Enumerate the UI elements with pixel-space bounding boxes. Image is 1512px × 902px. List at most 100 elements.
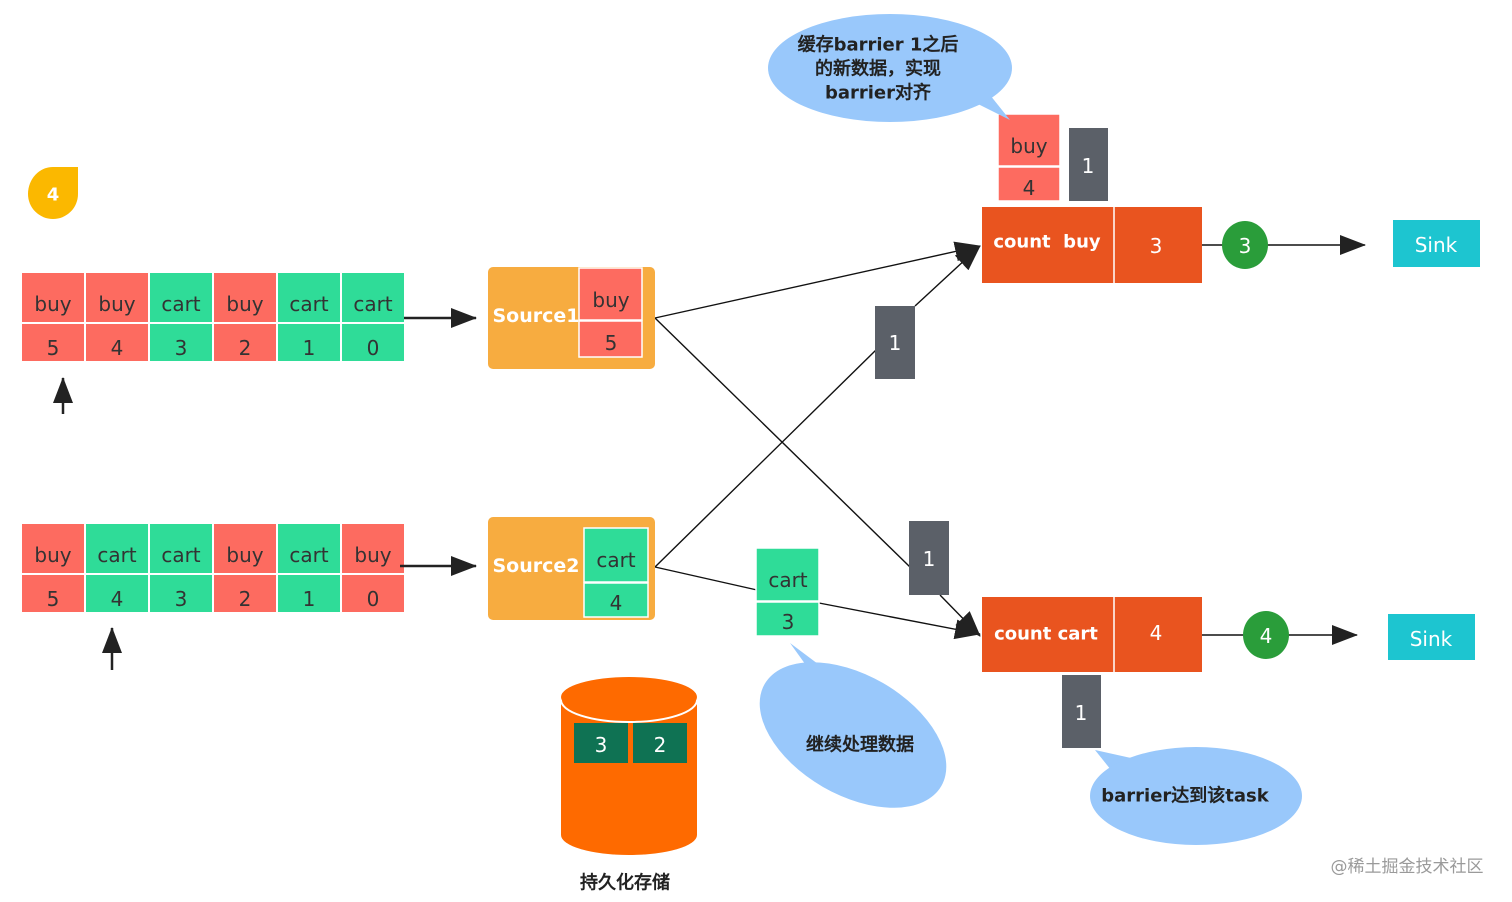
record-id: 3 [175,587,188,611]
record-id: 1 [303,587,316,611]
record-cell [342,524,404,573]
queue-record-buy: buy 0 [342,524,404,612]
record-key: buy [34,292,71,316]
svg-text:3: 3 [1239,234,1252,258]
buffered-buy-record: buy 4 [997,113,1061,202]
record-key: buy [34,543,71,567]
edge-source2-countbuy [654,349,877,568]
source2-node[interactable]: Source2 cart 4 [488,517,655,620]
queue-record-buy: buy 4 [86,273,148,361]
svg-text:的新数据，实现: 的新数据，实现 [815,58,941,80]
svg-text:1: 1 [1082,154,1095,178]
sink-1[interactable]: Sink [1393,220,1480,267]
queue-record-cart: cart 3 [150,524,212,612]
record-cell [214,273,276,322]
source1-label: Source1 [492,305,579,327]
record-cell [86,524,148,573]
record-cell [22,524,84,573]
record-id: 0 [367,336,380,360]
source1-node[interactable]: Source1 buy 5 [488,267,655,369]
record-cell [214,524,276,573]
svg-text:Sink: Sink [1410,627,1453,651]
record-cell [278,324,340,361]
svg-text:Sink: Sink [1415,233,1458,257]
source2-label: Source2 [492,555,579,577]
svg-text:barrier达到该task: barrier达到该task [1101,785,1270,807]
record-cell [214,575,276,612]
svg-text:buy: buy [1010,134,1047,158]
record-key: buy [98,292,135,316]
count-buy-label: count buy [993,232,1101,253]
record-id: 4 [111,336,124,360]
record-key: buy [226,292,263,316]
svg-text:1: 1 [889,331,902,355]
count-cart-label: count cart [994,624,1098,645]
count-buy-output: 3 [1222,221,1268,269]
record-key: cart [161,292,200,316]
record-key: buy [226,543,263,567]
queue-record-buy: buy 5 [22,273,84,361]
watermark: @稀土掘金技术社区 [1331,857,1484,877]
sink-2[interactable]: Sink [1388,614,1475,660]
svg-text:4: 4 [1260,624,1273,648]
record-cell [342,575,404,612]
edge-source2-countcart [654,566,758,591]
record-id: 5 [47,587,60,611]
step-number: 4 [47,185,60,206]
edge-source2-countcart-tail [818,602,981,640]
dataflow-edges [654,241,981,640]
record-cell [22,273,84,322]
source1-record-id: 5 [605,331,618,355]
queue-record-buy: buy 5 [22,524,84,612]
storage-label: 持久化存储 [580,872,670,894]
record-id: 3 [175,336,188,360]
persistent-storage: 3 2 持久化存储 [560,677,698,894]
record-id: 5 [47,336,60,360]
queue-record-buy: buy 2 [214,524,276,612]
svg-text:1: 1 [923,547,936,571]
barrier-arrived-countcart: 1 [1062,675,1101,748]
edge-source2-countbuy-tail [914,245,981,307]
record-key: cart [97,543,136,567]
record-cell [278,575,340,612]
source1-record-key: buy [592,288,629,312]
svg-text:3: 3 [782,610,795,634]
count-cart-operator[interactable]: count cart 4 [982,597,1202,672]
barrier-source1-countcart: 1 [909,521,949,595]
record-key: cart [289,543,328,567]
record-cell [278,524,340,573]
record-key: buy [354,543,391,567]
step-badge: 4 [28,167,78,219]
queue-record-cart: cart 1 [278,273,340,361]
record-cell [22,324,84,361]
record-id: 0 [367,587,380,611]
record-cell [86,273,148,322]
record-cell [278,273,340,322]
record-cell [342,273,404,322]
svg-text:1: 1 [1075,701,1088,725]
record-cell [22,575,84,612]
record-cell [214,324,276,361]
arrived-callout: barrier达到该task [1090,747,1302,845]
source2-record-id: 4 [610,591,623,615]
barrier-source2-countbuy: 1 [875,306,915,379]
snapshot-value: 2 [654,733,667,757]
barrier-buffered-countbuy: 1 [1069,128,1108,201]
queue-record-cart: cart 1 [278,524,340,612]
record-key: cart [161,543,200,567]
count-buy-value: 3 [1150,234,1163,258]
record-id: 1 [303,336,316,360]
record-cell [86,575,148,612]
svg-text:继续处理数据: 继续处理数据 [806,734,914,756]
record-key: cart [289,292,328,316]
record-id: 2 [239,587,252,611]
record-cell [150,273,212,322]
svg-text:4: 4 [1023,176,1036,200]
buffer-callout: 缓存barrier 1之后 的新数据，实现 barrier对齐 [768,14,1012,122]
count-buy-operator[interactable]: count buy 3 [982,207,1202,283]
